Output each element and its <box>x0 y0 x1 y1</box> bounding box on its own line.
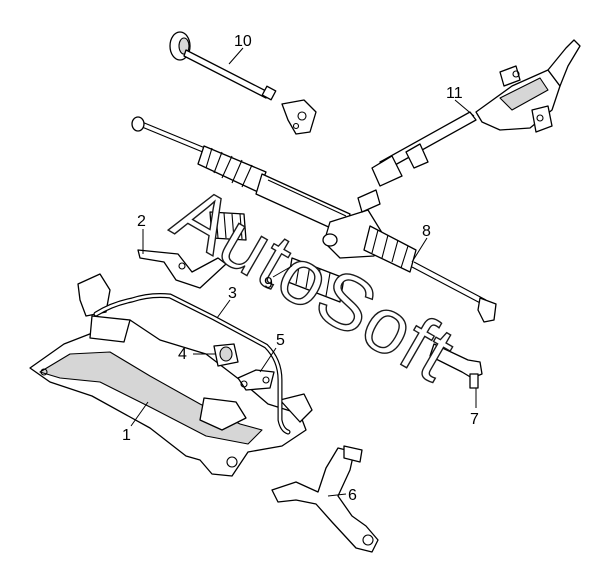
callout-3: 3 <box>228 285 237 302</box>
callouts: 10 11 2 8 9 3 4 5 1 7 6 <box>122 33 479 504</box>
part-5-clamp <box>237 369 275 391</box>
part-11-steering-column <box>371 39 581 187</box>
callout-9: 9 <box>264 275 273 292</box>
callout-7: 7 <box>470 411 479 428</box>
callout-11: 11 <box>446 85 463 102</box>
part-4-bushing <box>213 343 239 367</box>
part-8-steering-rack <box>131 116 497 323</box>
callout-5: 5 <box>276 332 285 349</box>
part-1-subframe <box>29 273 313 477</box>
callout-2: 2 <box>137 213 146 230</box>
part-10-shaft-with-flange <box>169 31 317 135</box>
part-9-boot-kit <box>209 211 345 303</box>
part-2-bracket <box>137 249 227 289</box>
callout-10: 10 <box>234 33 252 50</box>
callout-1: 1 <box>122 427 131 444</box>
part-7-tie-rod-end <box>429 343 483 389</box>
part-6-control-arm <box>271 445 379 553</box>
callout-8: 8 <box>422 223 431 240</box>
part-3-stabilizer-bar <box>93 293 291 435</box>
callout-4: 4 <box>178 346 187 363</box>
callout-6: 6 <box>348 487 357 504</box>
